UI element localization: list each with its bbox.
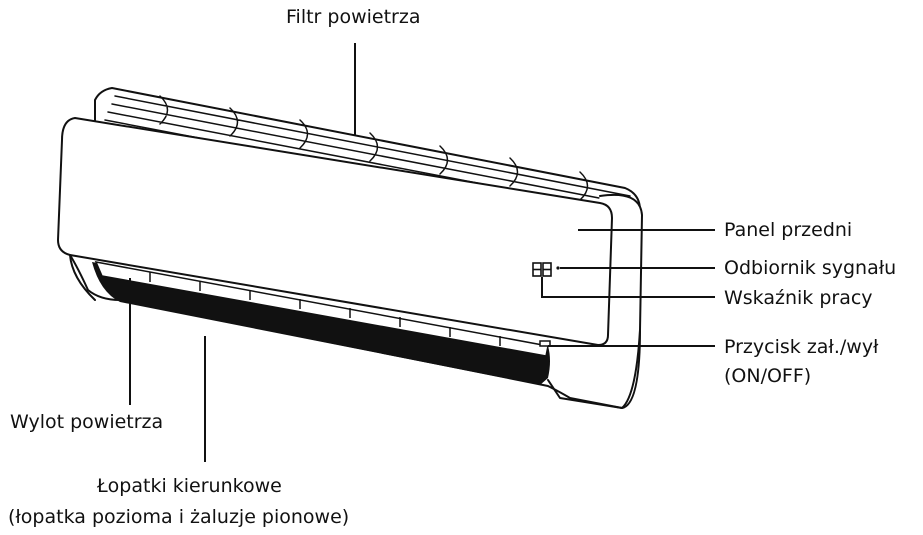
receiver-dot xyxy=(556,266,560,270)
horizontal-louver xyxy=(94,261,549,357)
label-air-outlet: Wylot powietrza xyxy=(10,411,164,433)
vertical-louvers xyxy=(149,272,501,346)
label-on-off-button-sub: (ON/OFF) xyxy=(724,365,812,387)
label-on-off-button: Przycisk zał./wył xyxy=(724,336,879,358)
lower-housing xyxy=(69,254,641,409)
leader-operation-indicator xyxy=(541,277,715,298)
label-louvers: Łopatki kierunkowe xyxy=(97,475,282,497)
label-louvers-sub: (łopatka pozioma i żaluzje pionowe) xyxy=(8,506,350,528)
label-front-panel: Panel przedni xyxy=(724,219,853,241)
display-digits xyxy=(532,262,552,277)
label-signal-receiver: Odbiornik sygnału xyxy=(724,257,897,279)
label-operation-indicator: Wskaźnik pracy xyxy=(724,287,873,309)
on-off-button-shape xyxy=(539,340,551,347)
lower-curve xyxy=(69,254,96,301)
label-air-filter: Filtr powietrza xyxy=(286,6,421,28)
